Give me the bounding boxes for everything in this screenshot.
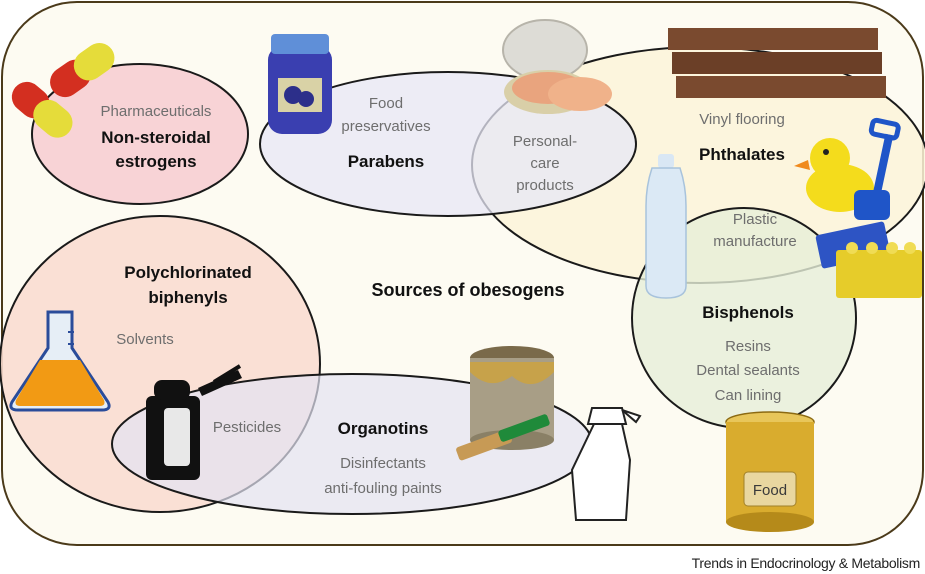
vinyl-flooring-label: Vinyl flooring bbox=[699, 111, 785, 128]
spray-bottle-icon bbox=[570, 407, 642, 521]
non-steroidal-estrogens-ellipse bbox=[31, 63, 249, 205]
dental-sealants-label: Dental sealants bbox=[696, 362, 799, 379]
spray-can-icon bbox=[146, 364, 242, 480]
bisphenols-title: Bisphenols bbox=[702, 303, 794, 322]
polychlorinated-biphenyls-title: Polychlorinated bbox=[124, 263, 252, 282]
solvents-label: Solvents bbox=[116, 331, 174, 348]
non-steroidal-estrogens-title-line2: estrogens bbox=[115, 152, 196, 171]
shovel-icon bbox=[854, 117, 901, 220]
food-can-icon bbox=[725, 411, 815, 532]
paint-can-icon bbox=[456, 346, 554, 461]
parabens-title: Parabens bbox=[348, 152, 425, 171]
food-preservatives-label-line2: preservatives bbox=[341, 118, 430, 135]
plastic-manufacture-label-line2: manufacture bbox=[713, 233, 796, 250]
personal-care-label-line2: care bbox=[530, 155, 559, 172]
personal-care-label-line3: products bbox=[516, 177, 574, 194]
non-steroidal-estrogens-title: Non-steroidal bbox=[101, 128, 211, 147]
pharmaceuticals-label: Pharmaceuticals bbox=[101, 103, 212, 120]
jar-icon bbox=[268, 34, 332, 134]
polychlorinated-biphenyls-title-line2: biphenyls bbox=[148, 288, 227, 307]
resins-label: Resins bbox=[725, 338, 771, 355]
capsule-icon bbox=[11, 42, 115, 138]
lego-brick-icon bbox=[815, 221, 922, 298]
disinfectants-label: Disinfectants bbox=[340, 455, 426, 472]
anti-fouling-paints-label: anti-fouling paints bbox=[324, 480, 442, 497]
food-preservatives-label: Food bbox=[369, 95, 403, 112]
phthalates-title: Phthalates bbox=[699, 145, 785, 164]
flask-icon bbox=[9, 310, 111, 412]
plastic-manufacture-label: Plastic bbox=[733, 211, 778, 228]
compact-icon bbox=[502, 19, 612, 114]
pesticides-label: Pesticides bbox=[213, 419, 281, 436]
diagram-title: Sources of obesogens bbox=[371, 280, 564, 300]
can-lining-label: Can lining bbox=[715, 387, 782, 404]
food-label: Food bbox=[753, 482, 787, 499]
bottle-icon bbox=[645, 154, 687, 299]
journal-credit: Trends in Endocrinology & Metabolism bbox=[692, 555, 920, 571]
organotins-title: Organotins bbox=[338, 419, 429, 438]
personal-care-label: Personal- bbox=[513, 133, 577, 150]
wood-plank-icon bbox=[668, 28, 886, 98]
